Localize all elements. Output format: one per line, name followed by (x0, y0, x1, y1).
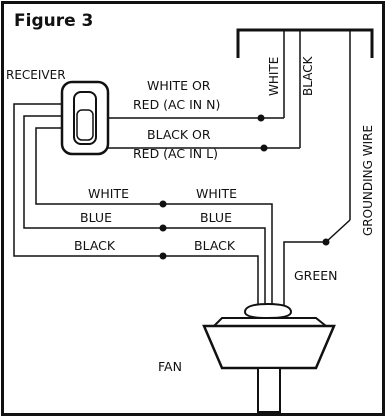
fan-ground-wire (283, 241, 326, 312)
receiver-input-wires (108, 117, 300, 149)
fan-body-top (213, 317, 327, 327)
fan-label: FAN (158, 359, 182, 374)
output-black-splice (159, 252, 167, 260)
output-splices (159, 200, 167, 260)
output-blue-right-label: BLUE (200, 210, 232, 225)
fan-mount-cap (243, 302, 293, 320)
output-black-right-label: BLACK (194, 238, 236, 253)
supply-black-label: BLACK (301, 55, 315, 96)
supply-ground-label: GROUNDING WIRE (361, 125, 375, 236)
input-live-label-line1: BLACK OR (147, 127, 211, 142)
output-blue-splice (159, 224, 167, 232)
fan-body (202, 324, 336, 370)
fan-ground-label: GREEN (294, 268, 338, 283)
output-white-left-label: WHITE (88, 186, 129, 201)
input-live-label-line2: RED (AC IN L) (133, 146, 218, 161)
receiver-label: RECEIVER (6, 68, 66, 82)
output-white-splice (159, 200, 167, 208)
output-white-wire (35, 127, 273, 312)
receiver-output-wires (13, 103, 273, 312)
ground-link-wire (325, 219, 351, 243)
output-white-right-label: WHITE (196, 186, 237, 201)
output-black-left-label: BLACK (74, 238, 116, 253)
output-black-wire (13, 103, 259, 312)
receiver-inner-pad (76, 109, 94, 141)
fan-downrod (257, 367, 281, 413)
input-neutral-label-line1: WHITE OR (147, 78, 211, 93)
input-neutral-label-line2: RED (AC IN N) (133, 97, 220, 112)
output-blue-wire (23, 115, 266, 312)
input-neutral-splice (257, 114, 265, 122)
junction-box-outline (236, 28, 374, 58)
fan-assembly (202, 302, 336, 413)
output-blue-left-label: BLUE (80, 210, 112, 225)
receiver-device (60, 80, 110, 156)
supply-wires (283, 30, 351, 220)
figure-title: Figure 3 (14, 11, 93, 31)
supply-white-label: WHITE (267, 57, 281, 96)
input-live-splice (260, 144, 268, 152)
